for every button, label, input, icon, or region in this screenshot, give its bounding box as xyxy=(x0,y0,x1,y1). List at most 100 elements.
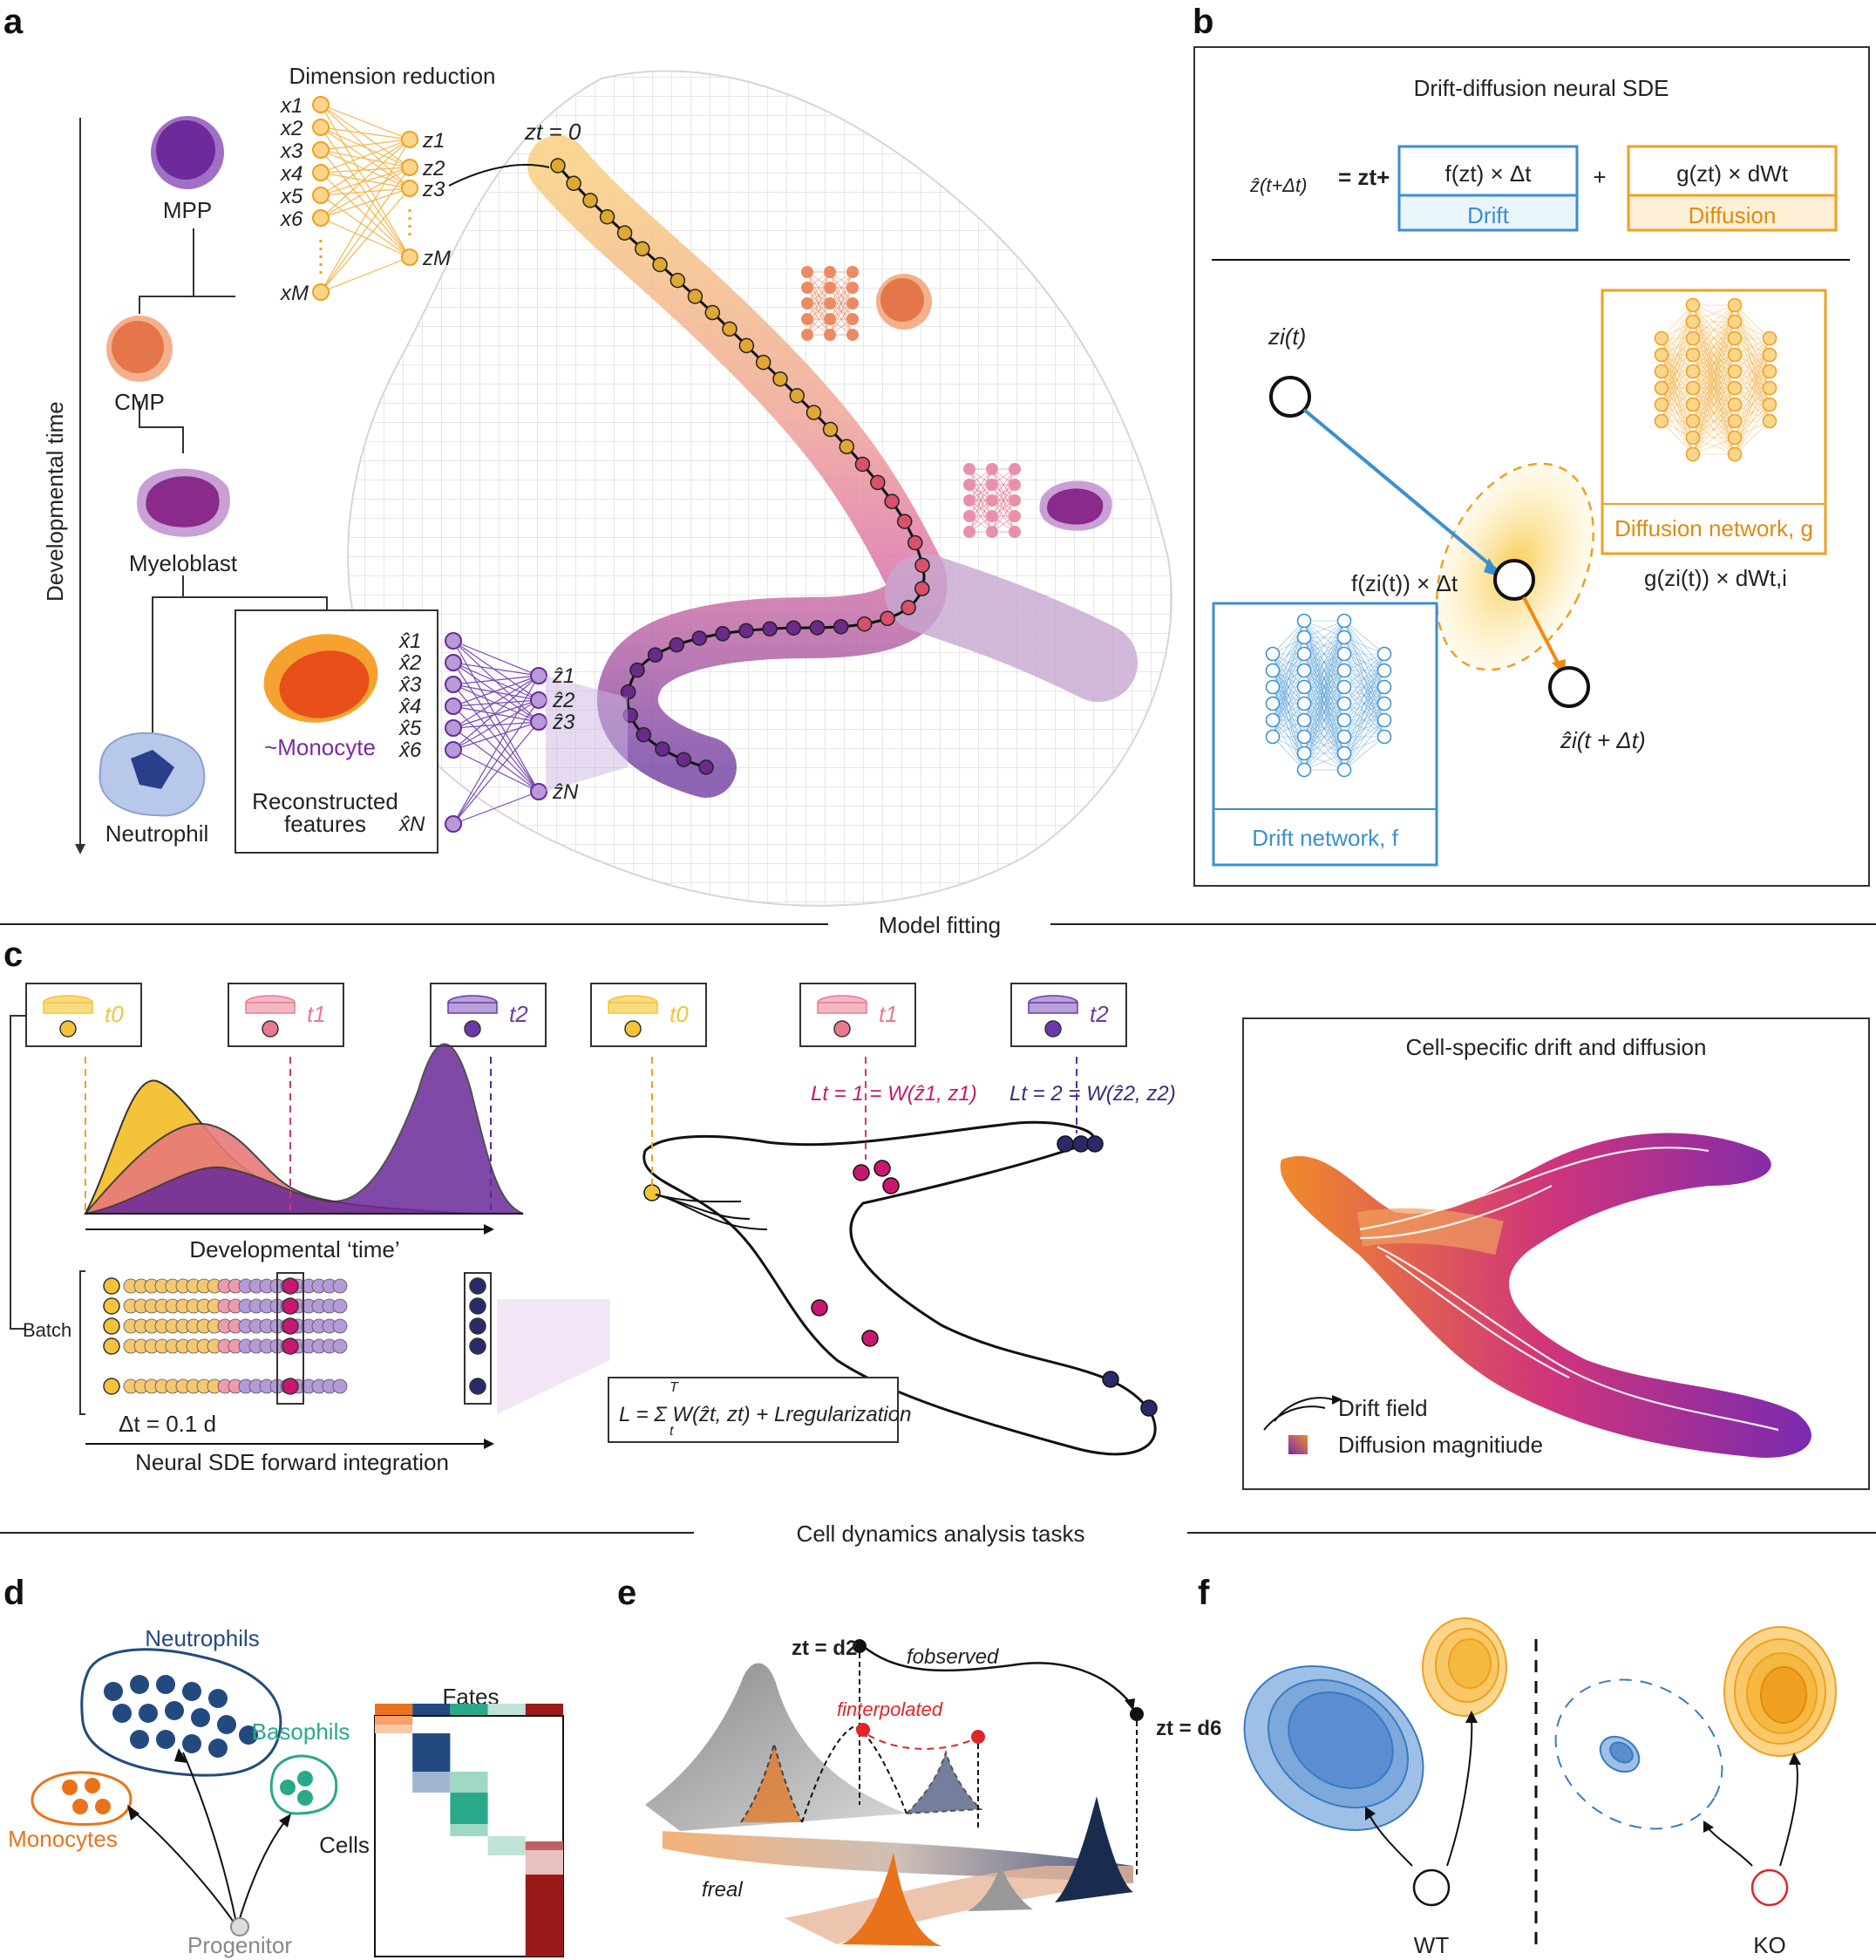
neutrophil-dot xyxy=(130,1675,149,1694)
decoder-output-label: x̂2 xyxy=(398,651,421,675)
network-node xyxy=(1265,729,1281,745)
decoder-output-node xyxy=(445,815,462,833)
batch-t2-node xyxy=(469,1317,486,1335)
side-network-node xyxy=(846,266,859,278)
encoder-input-node xyxy=(312,119,330,136)
neutrophil-dot xyxy=(182,1682,201,1701)
batch-start-node xyxy=(103,1378,120,1395)
fit-point xyxy=(1057,1135,1074,1153)
side-network-node xyxy=(963,526,975,538)
network-node xyxy=(1762,364,1777,379)
intermediate-node xyxy=(1493,559,1535,601)
timepoint-label: t0 xyxy=(670,1001,689,1027)
trajectory-bead xyxy=(647,647,663,663)
network-node xyxy=(1727,397,1743,412)
trajectory-bead xyxy=(582,193,598,208)
timepoint-box xyxy=(228,983,344,1047)
batch-label: Batch xyxy=(23,1319,71,1341)
batch-t2-node xyxy=(469,1297,486,1315)
fate-matrix-cell xyxy=(375,1716,413,1725)
fate-header-swatch xyxy=(412,1704,451,1716)
diffusion-network xyxy=(1654,297,1777,462)
latent-node xyxy=(401,180,418,197)
fit-point xyxy=(643,1184,661,1201)
side-network-node xyxy=(824,313,836,325)
drift-term: f(zt) × Δt xyxy=(1445,160,1533,187)
fate-matrix-cell xyxy=(450,1793,488,1824)
basophils-label: Basophils xyxy=(252,1718,350,1745)
network-node xyxy=(1727,330,1743,346)
trajectory-bead xyxy=(566,175,581,192)
side-network-node xyxy=(963,463,975,475)
side-network-node xyxy=(801,313,813,325)
network-node xyxy=(1336,745,1352,761)
side-network-node xyxy=(846,313,859,325)
panel-letter-a: a xyxy=(3,3,24,41)
loss-t1: Lt = 1 = W(ẑ1, z1) xyxy=(811,1082,977,1106)
side-network-node xyxy=(1009,510,1021,522)
batch-t1-node xyxy=(282,1337,299,1355)
encoder-input-label: x6 xyxy=(280,208,303,231)
panel-letter-d: d xyxy=(3,1574,24,1612)
side-network-node xyxy=(963,494,975,507)
ko-orange-density xyxy=(1723,1626,1837,1757)
latent-node xyxy=(401,248,418,266)
loss-sum-top: T xyxy=(670,1380,679,1395)
trajectory-bead xyxy=(901,600,916,616)
fate-header-swatch xyxy=(525,1704,563,1716)
trajectory-bead xyxy=(914,557,930,574)
eq-lhs: ẑ(t+Δt) xyxy=(1249,174,1307,196)
dimension-reduction-label: Dimension reduction xyxy=(289,63,495,89)
model-fitting-header: Model fitting xyxy=(879,912,1001,938)
diffusion-term: g(zt) × dWt xyxy=(1676,160,1789,187)
reconstructed-label-1: Reconstructed xyxy=(252,788,398,814)
side-networks xyxy=(801,266,1021,538)
network-node xyxy=(1265,663,1281,678)
neutrophil-dot xyxy=(130,1730,149,1749)
diffusion-arrow xyxy=(1522,596,1562,669)
neutrophil-dot xyxy=(104,1682,123,1701)
network-node xyxy=(1265,712,1281,728)
ko-label: KO xyxy=(1753,1932,1786,1958)
trajectory-bead xyxy=(687,289,704,304)
neutrophil-dot xyxy=(165,1701,184,1720)
fate-matrix-cell xyxy=(525,1850,563,1875)
loss-t2: Lt = 2 = W(ẑ2, z2) xyxy=(1009,1082,1176,1106)
fit-point xyxy=(853,1164,870,1181)
network-node xyxy=(1685,397,1701,412)
drift-label: Drift xyxy=(1467,202,1509,228)
z-d2-point xyxy=(853,1639,867,1653)
timepoint-label: t0 xyxy=(105,1001,124,1027)
trajectory-bead xyxy=(629,662,645,678)
f-interpolated-arrow xyxy=(867,1734,972,1750)
fit-point xyxy=(1086,1135,1104,1153)
diffusion-network-box xyxy=(1601,289,1827,555)
trajectory-bead xyxy=(789,388,805,404)
batch-t1-node xyxy=(282,1378,299,1395)
neutrophils-label: Neutrophils xyxy=(145,1625,260,1651)
lineage-tree xyxy=(139,228,328,732)
trajectory-bead xyxy=(669,636,685,653)
fit-point xyxy=(1140,1399,1158,1417)
decoder-output-labels: x̂1x̂2x̂3x̂4x̂5x̂6x̂N xyxy=(398,630,425,836)
neutrophil-dot xyxy=(191,1708,210,1727)
trajectory-bead xyxy=(620,684,636,700)
side-network-node xyxy=(986,526,998,538)
loss-total-box xyxy=(608,1377,899,1443)
neutrophil-cell-icon xyxy=(99,732,206,817)
network-node xyxy=(1762,413,1777,429)
timepoint-box xyxy=(799,983,916,1047)
decoder-latent-node xyxy=(530,713,547,731)
encoder-input-node xyxy=(312,96,330,113)
network-node xyxy=(1296,762,1312,778)
drift-arrow xyxy=(1302,408,1499,573)
trajectory-bead xyxy=(655,741,670,757)
wt-blue-density xyxy=(1243,1665,1424,1831)
side-network-node xyxy=(824,297,836,310)
batch-t1-node xyxy=(282,1277,299,1295)
encoder-input-label: xM xyxy=(280,282,309,305)
network-node xyxy=(1654,347,1669,363)
trajectory-bead xyxy=(805,405,822,420)
monocyte-cell-icon xyxy=(263,634,378,723)
